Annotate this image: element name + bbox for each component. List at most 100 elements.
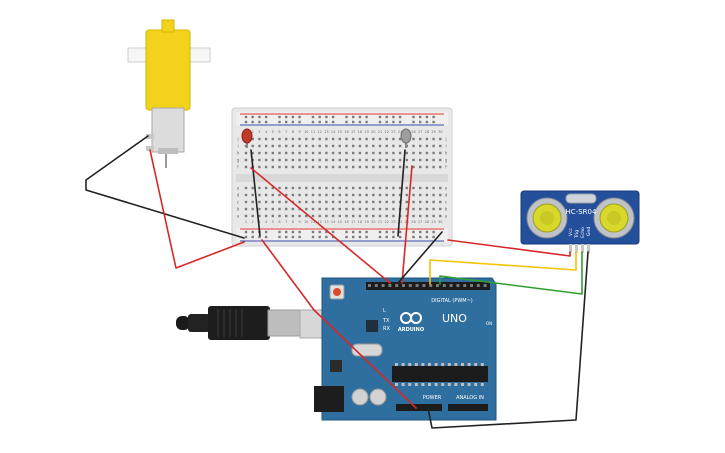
breadboard-hole[interactable]: [264, 193, 268, 197]
breadboard-hole[interactable]: [385, 193, 388, 197]
breadboard-hole[interactable]: [419, 151, 422, 155]
breadboard-hole[interactable]: [385, 186, 388, 190]
breadboard-hole[interactable]: [298, 193, 301, 197]
arduino-header-pin[interactable]: [470, 284, 473, 287]
breadboard-hole[interactable]: [372, 158, 375, 162]
breadboard-hole[interactable]: [264, 186, 268, 190]
breadboard-hole[interactable]: [331, 151, 335, 155]
breadboard-hole[interactable]: [358, 158, 362, 162]
breadboard-hole[interactable]: [331, 165, 335, 169]
breadboard-hole[interactable]: [412, 214, 415, 218]
breadboard-hole[interactable]: [358, 115, 362, 119]
breadboard-hole[interactable]: [392, 214, 395, 218]
breadboard-hole[interactable]: [432, 165, 435, 169]
breadboard-hole[interactable]: [278, 151, 281, 155]
breadboard-hole[interactable]: [439, 165, 442, 169]
breadboard-hole[interactable]: [392, 120, 395, 124]
wire-sensor-vcc[interactable]: [447, 239, 571, 257]
breadboard-hole[interactable]: [345, 120, 348, 124]
breadboard-hole[interactable]: [432, 207, 435, 211]
breadboard-hole[interactable]: [298, 137, 301, 141]
breadboard-hole[interactable]: [345, 235, 348, 239]
breadboard-hole[interactable]: [244, 200, 248, 204]
breadboard-hole[interactable]: [298, 235, 301, 239]
breadboard-hole[interactable]: [305, 214, 308, 218]
breadboard-hole[interactable]: [311, 144, 315, 148]
breadboard-hole[interactable]: [311, 115, 315, 119]
breadboard-hole[interactable]: [244, 193, 248, 197]
breadboard-hole[interactable]: [425, 200, 429, 204]
breadboard-hole[interactable]: [291, 235, 295, 239]
breadboard-hole[interactable]: [318, 230, 321, 234]
breadboard-hole[interactable]: [338, 158, 341, 162]
motor-terminal-b[interactable]: [146, 146, 154, 151]
breadboard-hole[interactable]: [325, 200, 328, 204]
breadboard-hole[interactable]: [325, 165, 328, 169]
breadboard-hole[interactable]: [358, 200, 362, 204]
breadboard-hole[interactable]: [264, 120, 268, 124]
breadboard-hole[interactable]: [398, 165, 402, 169]
breadboard-hole[interactable]: [264, 230, 268, 234]
breadboard-hole[interactable]: [325, 144, 328, 148]
breadboard-hole[interactable]: [432, 120, 435, 124]
breadboard-hole[interactable]: [392, 193, 395, 197]
breadboard-hole[interactable]: [338, 214, 341, 218]
breadboard-hole[interactable]: [412, 144, 415, 148]
breadboard-hole[interactable]: [291, 214, 295, 218]
breadboard-hole[interactable]: [352, 158, 355, 162]
breadboard-hole[interactable]: [285, 200, 288, 204]
breadboard-hole[interactable]: [412, 151, 415, 155]
breadboard-hole[interactable]: [278, 230, 281, 234]
wire-gnd-black[interactable]: [397, 231, 443, 284]
breadboard-hole[interactable]: [412, 230, 415, 234]
breadboard-hole[interactable]: [311, 207, 315, 211]
breadboard-hole[interactable]: [264, 200, 268, 204]
breadboard-hole[interactable]: [278, 193, 281, 197]
breadboard-hole[interactable]: [365, 115, 368, 119]
breadboard-hole[interactable]: [331, 230, 335, 234]
breadboard-hole[interactable]: [264, 137, 268, 141]
breadboard-hole[interactable]: [244, 235, 248, 239]
breadboard-hole[interactable]: [258, 235, 261, 239]
breadboard-hole[interactable]: [258, 186, 261, 190]
breadboard-hole[interactable]: [419, 120, 422, 124]
breadboard-hole[interactable]: [392, 158, 395, 162]
breadboard-hole[interactable]: [244, 158, 248, 162]
breadboard-hole[interactable]: [258, 120, 261, 124]
breadboard-hole[interactable]: [271, 200, 274, 204]
breadboard-hole[interactable]: [258, 207, 261, 211]
breadboard-hole[interactable]: [318, 158, 321, 162]
breadboard-hole[interactable]: [291, 115, 295, 119]
breadboard-hole[interactable]: [345, 230, 348, 234]
breadboard-hole[interactable]: [392, 115, 395, 119]
breadboard-hole[interactable]: [358, 120, 362, 124]
breadboard-hole[interactable]: [305, 151, 308, 155]
breadboard-hole[interactable]: [378, 193, 382, 197]
breadboard-hole[interactable]: [298, 200, 301, 204]
breadboard-hole[interactable]: [412, 235, 415, 239]
wire-sensor-trig[interactable]: [429, 251, 577, 285]
arduino-header-pin[interactable]: [463, 284, 467, 287]
breadboard-hole[interactable]: [365, 207, 368, 211]
breadboard-hole[interactable]: [432, 151, 435, 155]
breadboard-hole[interactable]: [439, 207, 442, 211]
breadboard-hole[interactable]: [338, 207, 341, 211]
breadboard-hole[interactable]: [439, 144, 442, 148]
breadboard-hole[interactable]: [305, 165, 308, 169]
breadboard-hole[interactable]: [325, 115, 328, 119]
breadboard-hole[interactable]: [251, 137, 254, 141]
breadboard-hole[interactable]: [345, 137, 348, 141]
breadboard-hole[interactable]: [405, 193, 408, 197]
arduino-uno[interactable]: DIGITAL (PWM~) L TX RX ARDUINO UNO ON PO…: [314, 277, 497, 421]
arduino-header-pin[interactable]: [429, 284, 433, 287]
breadboard-hole[interactable]: [378, 214, 382, 218]
breadboard-hole[interactable]: [425, 186, 429, 190]
arduino-header-pin[interactable]: [368, 284, 371, 287]
breadboard-hole[interactable]: [298, 120, 301, 124]
wire-motor-black[interactable]: [85, 135, 245, 239]
breadboard-hole[interactable]: [412, 200, 415, 204]
breadboard-hole[interactable]: [331, 144, 335, 148]
breadboard-hole[interactable]: [425, 151, 429, 155]
breadboard-hole[interactable]: [385, 151, 388, 155]
breadboard-hole[interactable]: [278, 137, 281, 141]
